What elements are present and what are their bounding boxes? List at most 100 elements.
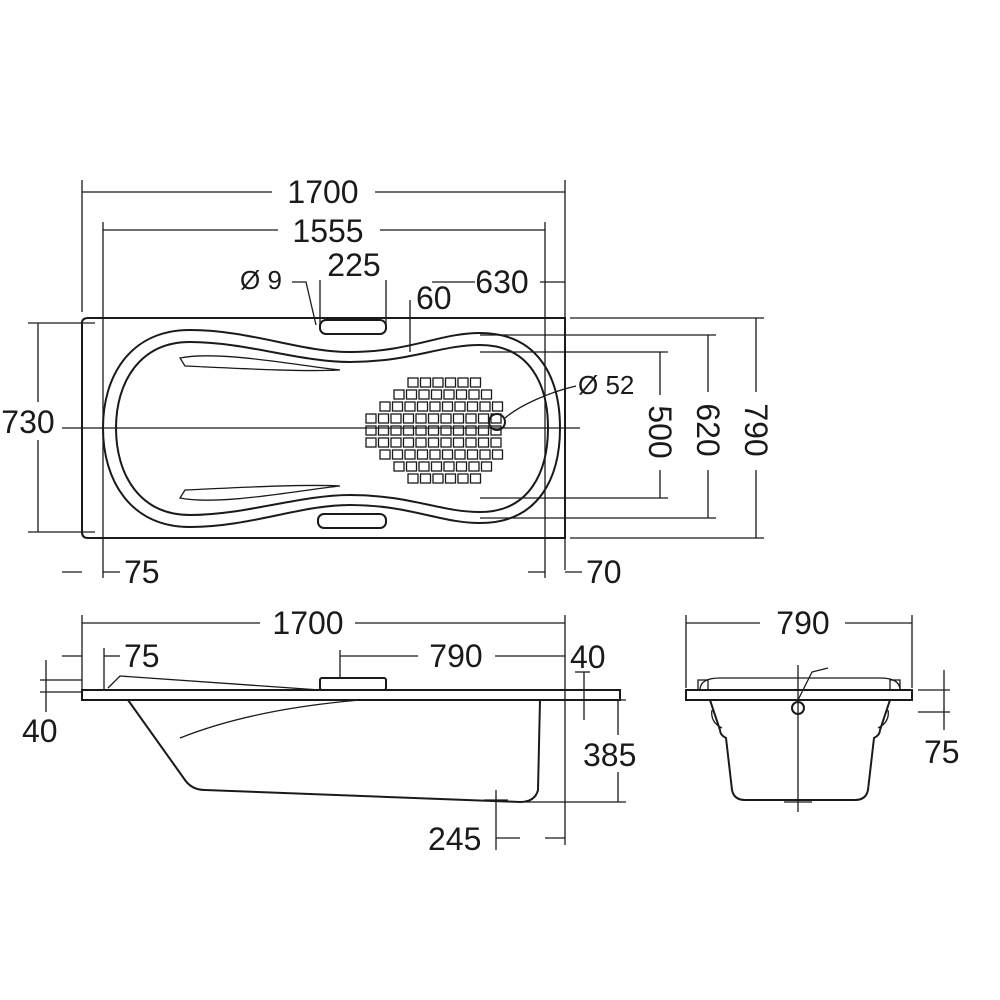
side-rim-taper <box>107 675 321 691</box>
anti-slip-square <box>477 437 490 448</box>
anti-slip-square <box>365 425 377 436</box>
anti-slip-square <box>468 461 480 472</box>
anti-slip-square <box>479 401 491 412</box>
anti-slip-square <box>416 449 429 460</box>
dim-plan-70: 70 <box>586 554 622 590</box>
anti-slip-square <box>465 413 477 424</box>
anti-slip-square <box>419 473 432 484</box>
anti-slip-square <box>432 377 444 388</box>
dim-side-245: 245 <box>428 821 481 857</box>
anti-slip-square <box>402 425 415 436</box>
anti-slip-square <box>477 425 490 436</box>
anti-slip-square <box>465 437 477 448</box>
anti-slip-square <box>379 401 391 412</box>
anti-slip-square <box>405 389 418 400</box>
anti-slip-square <box>415 425 427 436</box>
anti-slip-square <box>427 437 440 448</box>
anti-slip-square <box>491 401 504 412</box>
anti-slip-square <box>440 437 452 448</box>
end-body <box>709 699 891 801</box>
anti-slip-square <box>391 401 404 412</box>
plan-view: 1700 1555 Ø 9 225 60 630 730 Ø 52 <box>1 174 774 590</box>
anti-slip-square <box>477 413 490 424</box>
dim-side-40-right: 40 <box>570 639 606 675</box>
anti-slip-square <box>452 425 465 436</box>
anti-slip-square <box>452 413 465 424</box>
anti-slip-square <box>479 449 491 460</box>
dim-plan-730: 730 <box>1 404 54 440</box>
anti-slip-square <box>441 401 454 412</box>
side-overflow-fitting <box>319 677 387 691</box>
anti-slip-square <box>441 449 454 460</box>
anti-slip-square <box>418 389 430 400</box>
anti-slip-square <box>432 473 444 484</box>
anti-slip-square <box>490 437 502 448</box>
anti-slip-square <box>377 437 390 448</box>
side-backrest-curve <box>179 699 361 739</box>
plan-armrest-bottom <box>178 484 341 501</box>
dim-end-790: 790 <box>776 605 829 641</box>
anti-slip-square <box>454 449 466 460</box>
side-rim <box>81 689 621 701</box>
anti-slip-square <box>415 413 427 424</box>
side-view: 1700 75 790 40 40 385 245 <box>22 605 636 857</box>
anti-slip-square <box>469 473 482 484</box>
anti-slip-square <box>444 473 457 484</box>
anti-slip-square <box>427 413 440 424</box>
dim-plan-60: 60 <box>416 280 452 316</box>
anti-slip-square <box>457 377 469 388</box>
dim-side-75: 75 <box>124 638 160 674</box>
dim-side-40-left: 40 <box>22 713 58 749</box>
anti-slip-square <box>455 389 468 400</box>
anti-slip-square <box>402 413 415 424</box>
drain-icon <box>488 413 506 431</box>
dim-plan-1700: 1700 <box>287 174 358 210</box>
dim-side-385: 385 <box>583 737 636 773</box>
anti-slip-square <box>419 377 432 388</box>
anti-slip-square <box>480 461 493 472</box>
anti-slip-square <box>429 449 441 460</box>
anti-slip-square <box>405 461 418 472</box>
anti-slip-square <box>457 473 469 484</box>
anti-slip-square <box>404 401 416 412</box>
anti-slip-square <box>418 461 430 472</box>
anti-slip-square <box>454 401 466 412</box>
anti-slip-square <box>455 461 468 472</box>
anti-slip-square <box>391 449 404 460</box>
dim-end-75: 75 <box>924 734 960 770</box>
anti-slip-square <box>365 437 377 448</box>
anti-slip-square <box>415 437 427 448</box>
anti-slip-square <box>379 449 391 460</box>
anti-slip-square <box>404 449 416 460</box>
end-rim <box>685 689 913 701</box>
end-drain-icon <box>791 701 805 715</box>
plan-armrest-top <box>178 355 341 372</box>
anti-slip-square <box>407 473 419 484</box>
anti-slip-square <box>427 425 440 436</box>
dim-plan-620: 620 <box>690 403 726 456</box>
dim-side-1700: 1700 <box>272 605 343 641</box>
dim-plan-1555: 1555 <box>292 213 363 249</box>
anti-slip-square <box>377 413 390 424</box>
anti-slip-square <box>416 401 429 412</box>
dim-side-790: 790 <box>429 638 482 674</box>
anti-slip-square <box>443 389 455 400</box>
dim-plan-500: 500 <box>642 405 678 458</box>
plan-basin-inner <box>114 340 550 517</box>
dim-plan-790: 790 <box>738 403 774 456</box>
dim-plan-dia-52: Ø 52 <box>578 370 634 400</box>
anti-slip-pattern <box>365 377 504 484</box>
plan-grab-handle <box>319 319 387 335</box>
anti-slip-square <box>465 425 477 436</box>
anti-slip-square <box>429 401 441 412</box>
anti-slip-square <box>440 413 452 424</box>
anti-slip-square <box>377 425 390 436</box>
anti-slip-square <box>407 377 419 388</box>
anti-slip-square <box>444 377 457 388</box>
anti-slip-square <box>393 461 405 472</box>
dim-plan-630: 630 <box>475 264 528 300</box>
anti-slip-square <box>480 389 493 400</box>
anti-slip-square <box>469 377 482 388</box>
anti-slip-square <box>440 425 452 436</box>
